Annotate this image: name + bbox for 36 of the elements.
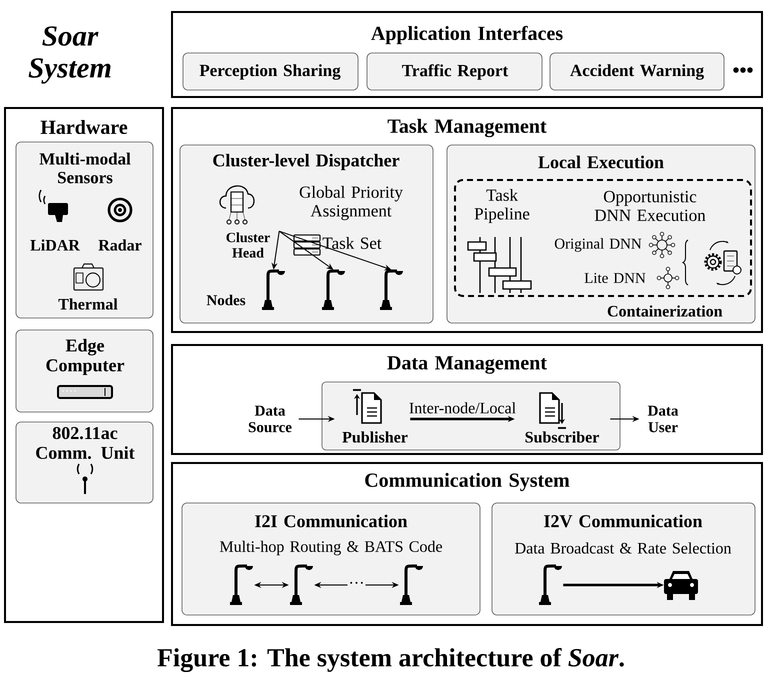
node-label: Data Source (248, 406, 292, 432)
module-box: Perception Sharing (182, 52, 358, 90)
text-label: Nodes (206, 294, 246, 306)
text-label: Task Pipeline (474, 188, 530, 224)
module-box: Multi-modal Sensors LiDAR Radar Thermal (16, 142, 154, 318)
text-label: Lite DNN (584, 272, 646, 284)
node-label: Publisher (342, 431, 408, 443)
module-box: Accident Warning (550, 52, 724, 90)
node-label: LiDAR (30, 239, 80, 251)
car-icon (664, 571, 698, 600)
streetlight-icon (262, 270, 285, 310)
module-box: 802.11ac Comm. Unit (16, 422, 154, 504)
node-label: Subscriber (526, 431, 599, 443)
streetlight-icon (290, 564, 313, 605)
node-label: Thermal (58, 298, 118, 310)
module-box: I2V Communication Data Broadcast & Rate Selection (492, 502, 756, 616)
node-label: Cluster Head (226, 232, 270, 258)
pubsub-box (322, 382, 620, 450)
streetlight-icon (539, 564, 562, 605)
text-label: Task Set (322, 237, 382, 249)
node-label: Data User (648, 406, 678, 432)
caption: Figure 1: The system architecture of Soar. (157, 648, 624, 672)
node-label: Containerization (608, 305, 722, 317)
ellipsis: ••• (733, 67, 753, 73)
node-label: Radar (98, 239, 142, 251)
streetlight-icon (380, 270, 403, 310)
streetlight-icon (400, 564, 423, 605)
edge-label: Inter-node/Local (410, 402, 516, 414)
node-label: Multi-modal Sensors (40, 152, 131, 184)
text-label: Original DNN (554, 238, 642, 252)
module-box: Edge Computer (16, 330, 154, 412)
text-label: Opportunistic DNN Execution (594, 190, 706, 222)
diagram-title: Soar System (28, 26, 111, 84)
streetlight-icon (322, 270, 345, 310)
module-box: Traffic Report (366, 52, 542, 90)
streetlight-icon (230, 564, 253, 605)
